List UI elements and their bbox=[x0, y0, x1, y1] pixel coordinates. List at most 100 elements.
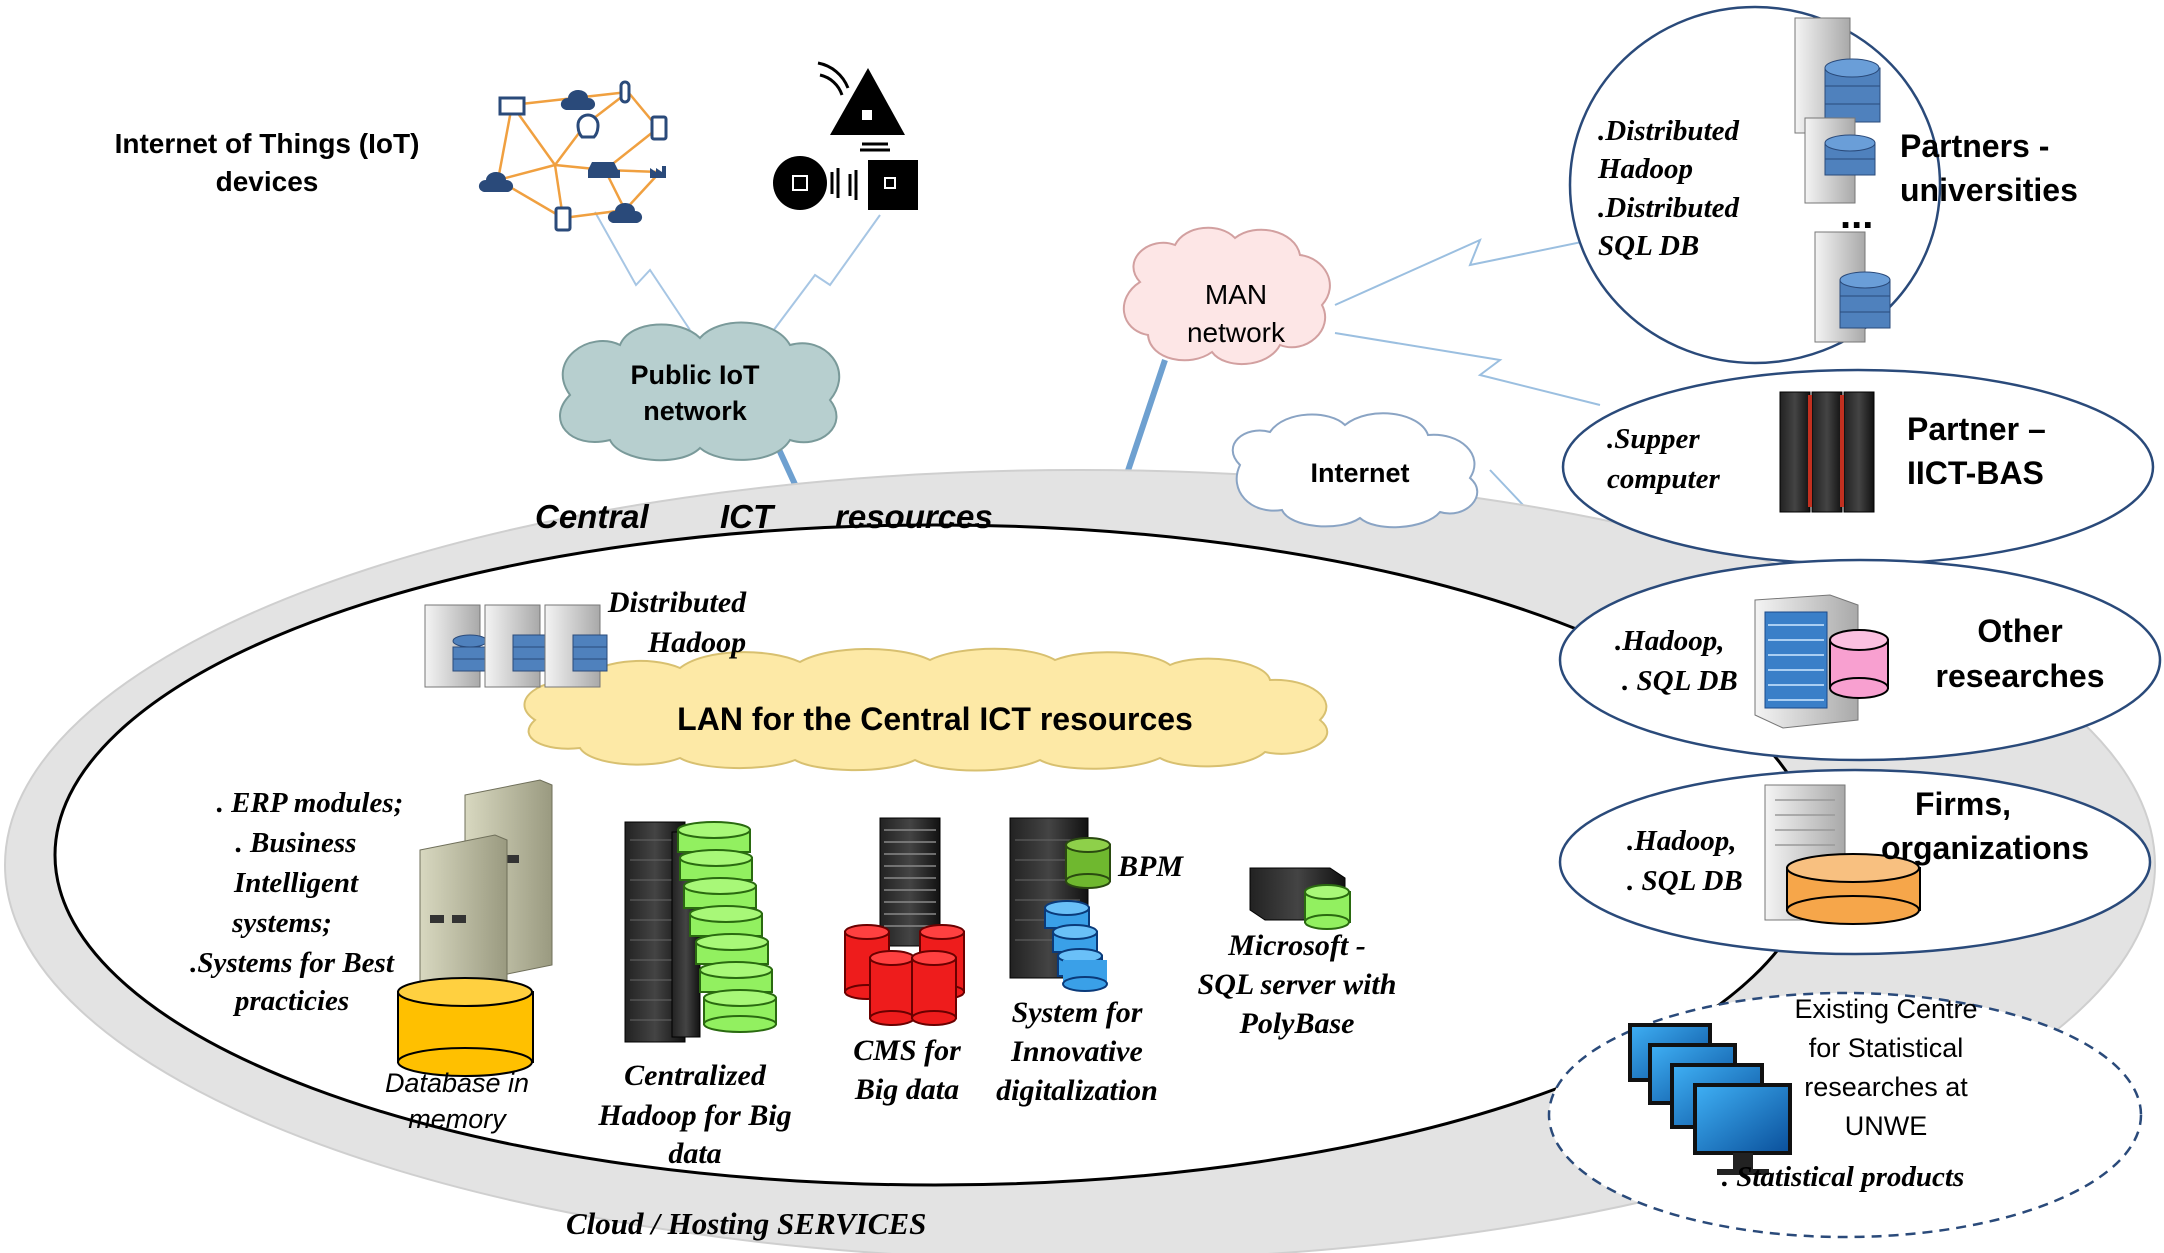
statistical-products: . Statistical products bbox=[1722, 1161, 1965, 1193]
cloud-icon bbox=[607, 203, 643, 223]
public-iot-network-cloud: Public IoT network bbox=[559, 321, 841, 462]
public-iot-line-2: network bbox=[643, 396, 748, 426]
statistical-centre bbox=[1547, 991, 2143, 1239]
cms-red-db-cluster bbox=[844, 924, 965, 1026]
cloud-hosting-label: Cloud / Hosting SERVICES bbox=[566, 1206, 926, 1241]
erp-line-1: . ERP modules; bbox=[217, 787, 404, 819]
iot-sensors-icon bbox=[773, 61, 918, 210]
circle-sensor-icon bbox=[773, 156, 827, 210]
triangle-sensor-icon bbox=[830, 68, 905, 135]
centralized-hadoop-line-3: data bbox=[668, 1137, 721, 1170]
erp-line-4: systems; bbox=[231, 907, 332, 939]
universities-tech-1: .Distributed bbox=[1598, 115, 1739, 147]
link-iot-sensors bbox=[769, 214, 881, 336]
iot-devices-line-2: devices bbox=[216, 166, 319, 197]
monitor-icon bbox=[498, 96, 526, 116]
erp-line-2: . Business bbox=[236, 827, 357, 859]
cms-line-1: CMS for bbox=[853, 1034, 961, 1067]
centralized-hadoop-line-1: Centralized bbox=[624, 1059, 767, 1092]
universities-ellipsis: ... bbox=[1840, 193, 1873, 237]
database-in-memory-cylinder bbox=[397, 977, 534, 1077]
internet-label: Internet bbox=[1310, 458, 1409, 488]
orange-db bbox=[1786, 853, 1921, 925]
mssql-line-1: Microsoft - bbox=[1227, 929, 1366, 962]
universities-tech-3: .Distributed bbox=[1598, 192, 1739, 224]
mssql-line-3: PolyBase bbox=[1239, 1007, 1355, 1040]
other-tech-1: .Hadoop, bbox=[1615, 625, 1725, 657]
central-title-word-2: ICT bbox=[720, 498, 776, 535]
mssql-server bbox=[1249, 867, 1351, 930]
distributed-hadoop-line-1: Distributed bbox=[607, 586, 747, 619]
lan-cloud: LAN for the Central ICT resources bbox=[523, 647, 1329, 772]
partner-firms bbox=[1558, 768, 2152, 956]
link-iot-devices bbox=[594, 211, 691, 331]
square-sensor-icon bbox=[868, 160, 918, 210]
universities-tech-2: Hadoop bbox=[1597, 153, 1693, 185]
bulb-icon bbox=[576, 113, 600, 139]
man-line-2: network bbox=[1187, 317, 1286, 348]
cloud-icon bbox=[478, 172, 514, 192]
universities-name-2: universities bbox=[1900, 172, 2078, 208]
universities-tech-4: SQL DB bbox=[1598, 230, 1699, 262]
monitor-cluster-icon bbox=[1628, 1023, 1792, 1175]
partner-other-researches bbox=[1558, 558, 2162, 762]
partner-iict bbox=[1561, 368, 2155, 566]
other-name-1: Other bbox=[1977, 613, 2062, 649]
erp-line-6: practicies bbox=[232, 985, 349, 1017]
innovative-db-stack bbox=[1044, 900, 1108, 992]
database-memory-line-2: memory bbox=[408, 1104, 507, 1134]
innovative-line-3: digitalization bbox=[996, 1074, 1158, 1107]
mssql-line-2: SQL server with bbox=[1198, 968, 1397, 1001]
thermometer-icon bbox=[619, 80, 631, 104]
public-iot-line-1: Public IoT bbox=[630, 360, 760, 390]
iict-tech-2: computer bbox=[1607, 463, 1720, 495]
iict-tech-1: .Supper bbox=[1607, 423, 1700, 455]
centralized-hadoop-db-stack bbox=[677, 821, 777, 1033]
partner-universities bbox=[1568, 5, 1942, 365]
cms-line-2: Big data bbox=[854, 1073, 959, 1106]
iot-network-icon bbox=[478, 80, 668, 232]
iict-name-1: Partner – bbox=[1907, 411, 2046, 447]
firms-name-2: organizations bbox=[1881, 830, 2089, 866]
central-title-word-1: Central bbox=[535, 498, 650, 535]
link-man-universities bbox=[1334, 229, 1641, 306]
statistical-name-4: UNWE bbox=[1845, 1111, 1928, 1141]
man-line-1: MAN bbox=[1205, 279, 1267, 310]
statistical-name-1: Existing Centre bbox=[1794, 994, 1977, 1024]
statistical-name-3: researches at bbox=[1804, 1072, 1968, 1102]
firms-tech-1: .Hadoop, bbox=[1627, 825, 1737, 857]
man-network-cloud: MAN network bbox=[1122, 226, 1331, 365]
firms-name-1: Firms, bbox=[1915, 786, 2011, 822]
erp-line-5: .Systems for Best bbox=[190, 947, 395, 979]
bpm-db bbox=[1065, 837, 1111, 889]
link-man-iict bbox=[1334, 332, 1601, 406]
central-title-word-3: resources bbox=[835, 498, 993, 535]
statistical-name-2: for Statistical bbox=[1809, 1033, 1964, 1063]
other-tech-2: . SQL DB bbox=[1622, 665, 1738, 697]
other-name-2: researches bbox=[1935, 658, 2104, 694]
phone-icon bbox=[650, 115, 668, 141]
bpm-label: BPM bbox=[1117, 850, 1184, 883]
firms-tech-2: . SQL DB bbox=[1627, 865, 1743, 897]
cms-server-rack bbox=[879, 817, 941, 947]
database-memory-line-1: Database in bbox=[385, 1068, 529, 1098]
distributed-hadoop-servers bbox=[424, 604, 608, 688]
centralized-hadoop-line-2: Hadoop for Big bbox=[597, 1099, 791, 1132]
distributed-hadoop-line-2: Hadoop bbox=[647, 626, 746, 659]
universities-name-1: Partners - bbox=[1900, 128, 2049, 164]
blade-server bbox=[1754, 594, 1859, 729]
innovative-line-1: System for bbox=[1012, 996, 1143, 1029]
cloud-icon bbox=[560, 90, 596, 110]
factory-icon bbox=[650, 166, 666, 178]
innovative-line-2: Innovative bbox=[1010, 1035, 1143, 1068]
lan-label: LAN for the Central ICT resources bbox=[677, 701, 1193, 737]
internet-cloud: Internet bbox=[1231, 412, 1479, 529]
iot-devices-line-1: Internet of Things (IoT) bbox=[115, 128, 420, 159]
pink-db bbox=[1829, 629, 1889, 699]
car-icon bbox=[588, 162, 620, 178]
supercomputer-rack bbox=[1779, 391, 1875, 513]
iict-name-2: IICT-BAS bbox=[1907, 455, 2044, 491]
erp-line-3: Intelligent bbox=[233, 867, 359, 899]
phone-icon bbox=[554, 206, 572, 232]
